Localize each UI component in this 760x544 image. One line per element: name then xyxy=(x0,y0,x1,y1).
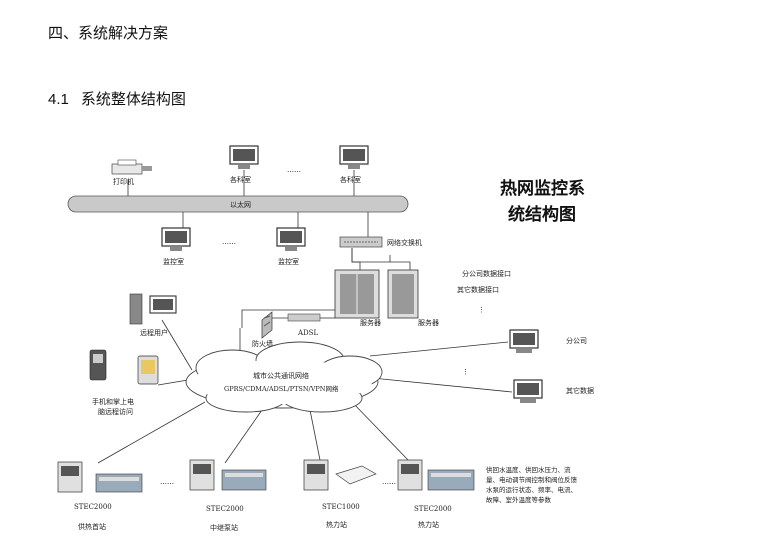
adsl-modem-icon xyxy=(287,313,321,322)
ellipsis-bottom-2: …… xyxy=(382,478,396,486)
server-1-icon xyxy=(334,269,380,319)
parameter-note-line2: 量、电动调节阀控制和阀位反馈 xyxy=(486,475,578,484)
server-2-icon xyxy=(387,269,419,319)
station-4-model: STEC2000 xyxy=(414,505,452,513)
network-label-line1: 城市公共通讯网络 xyxy=(253,371,309,380)
monitor-room-1-label: 监控室 xyxy=(163,257,184,266)
branch-interface-label: 分公司数据接口 xyxy=(462,269,511,278)
dept-2-label: 各科室 xyxy=(340,175,361,184)
station-3-model: STEC1000 xyxy=(322,503,360,511)
connection-lines xyxy=(97,170,513,464)
ellipsis-bottom-1: …… xyxy=(160,478,174,486)
other-data-label: 其它数据 xyxy=(566,386,594,395)
dept-pc-1-icon xyxy=(229,145,259,169)
other-interface-label: 其它数据接口 xyxy=(457,285,499,294)
firewall-icon xyxy=(261,311,273,339)
station-1-name: 供热首站 xyxy=(78,522,106,531)
other-data-pc-icon xyxy=(513,379,543,403)
cloud-fill xyxy=(192,360,372,404)
mobile-phone-icon xyxy=(89,349,107,381)
station-1-model: STEC2000 xyxy=(74,503,112,511)
subsection-heading: 4.1 系统整体结构图 xyxy=(48,88,186,109)
branch-label: 分公司 xyxy=(566,336,587,345)
diagram-title-line2: 统结构图 xyxy=(508,204,576,225)
firewall-label: 防火墙 xyxy=(252,339,273,348)
section-title: 四、系统解决方案 xyxy=(48,24,169,42)
monitor-room-pc-1-icon xyxy=(161,227,191,251)
server-1-label: 服务器 xyxy=(360,318,381,327)
station-2-equipment-icon xyxy=(189,459,267,491)
remote-user-label: 远程用户 xyxy=(140,328,168,337)
mobile-label-line1: 手机和掌上电 xyxy=(92,397,134,406)
network-switch-icon xyxy=(339,236,383,248)
dept-pc-2-icon xyxy=(339,145,369,169)
server-2-label: 服务器 xyxy=(418,318,439,327)
subsection-title: 系统整体结构图 xyxy=(80,90,186,108)
subsection-number: 4.1 xyxy=(48,91,69,108)
monitor-room-2-label: 监控室 xyxy=(278,257,299,266)
parameter-note-line1: 供回水温度、供回水压力、流 xyxy=(486,465,571,474)
dept-1-label: 各科室 xyxy=(230,175,251,184)
ellipsis-top: …… xyxy=(287,166,301,174)
station-3-equipment-icon xyxy=(303,459,377,491)
branch-office-pc-icon xyxy=(509,329,539,353)
vertical-dots-2: ⋮ xyxy=(462,368,469,376)
network-label-line2: GPRS/CDMA/ADSL/PTSN/VPN网络 xyxy=(224,384,339,393)
vertical-dots-1: ⋮ xyxy=(478,306,485,314)
station-3-name: 热力站 xyxy=(326,520,347,529)
adsl-label: ADSL xyxy=(297,329,318,337)
station-2-name: 中继泵站 xyxy=(210,523,238,532)
printer-label: 打印机 xyxy=(113,177,134,186)
station-2-model: STEC2000 xyxy=(206,505,244,513)
printer-icon xyxy=(111,159,152,175)
station-4-name: 热力站 xyxy=(418,520,439,529)
parameter-note-line3: 水泵的运行状态、频率、电流、 xyxy=(486,485,577,494)
monitor-room-pc-2-icon xyxy=(276,227,306,251)
switch-label: 网络交换机 xyxy=(387,238,422,247)
ethernet-bus xyxy=(67,195,409,213)
diagram-title-line1: 热网监控系 xyxy=(500,178,585,199)
remote-user-pc-icon xyxy=(129,293,177,325)
pda-icon xyxy=(137,355,159,385)
mobile-label-line2: 脑远程访问 xyxy=(98,407,133,416)
station-1-equipment-icon xyxy=(57,461,143,493)
station-4-equipment-icon xyxy=(397,459,475,491)
parameter-note-line4: 故障、室外温度等参数 xyxy=(486,495,552,504)
ellipsis-mid: …… xyxy=(222,238,236,246)
ethernet-label: 以太网 xyxy=(230,200,251,209)
